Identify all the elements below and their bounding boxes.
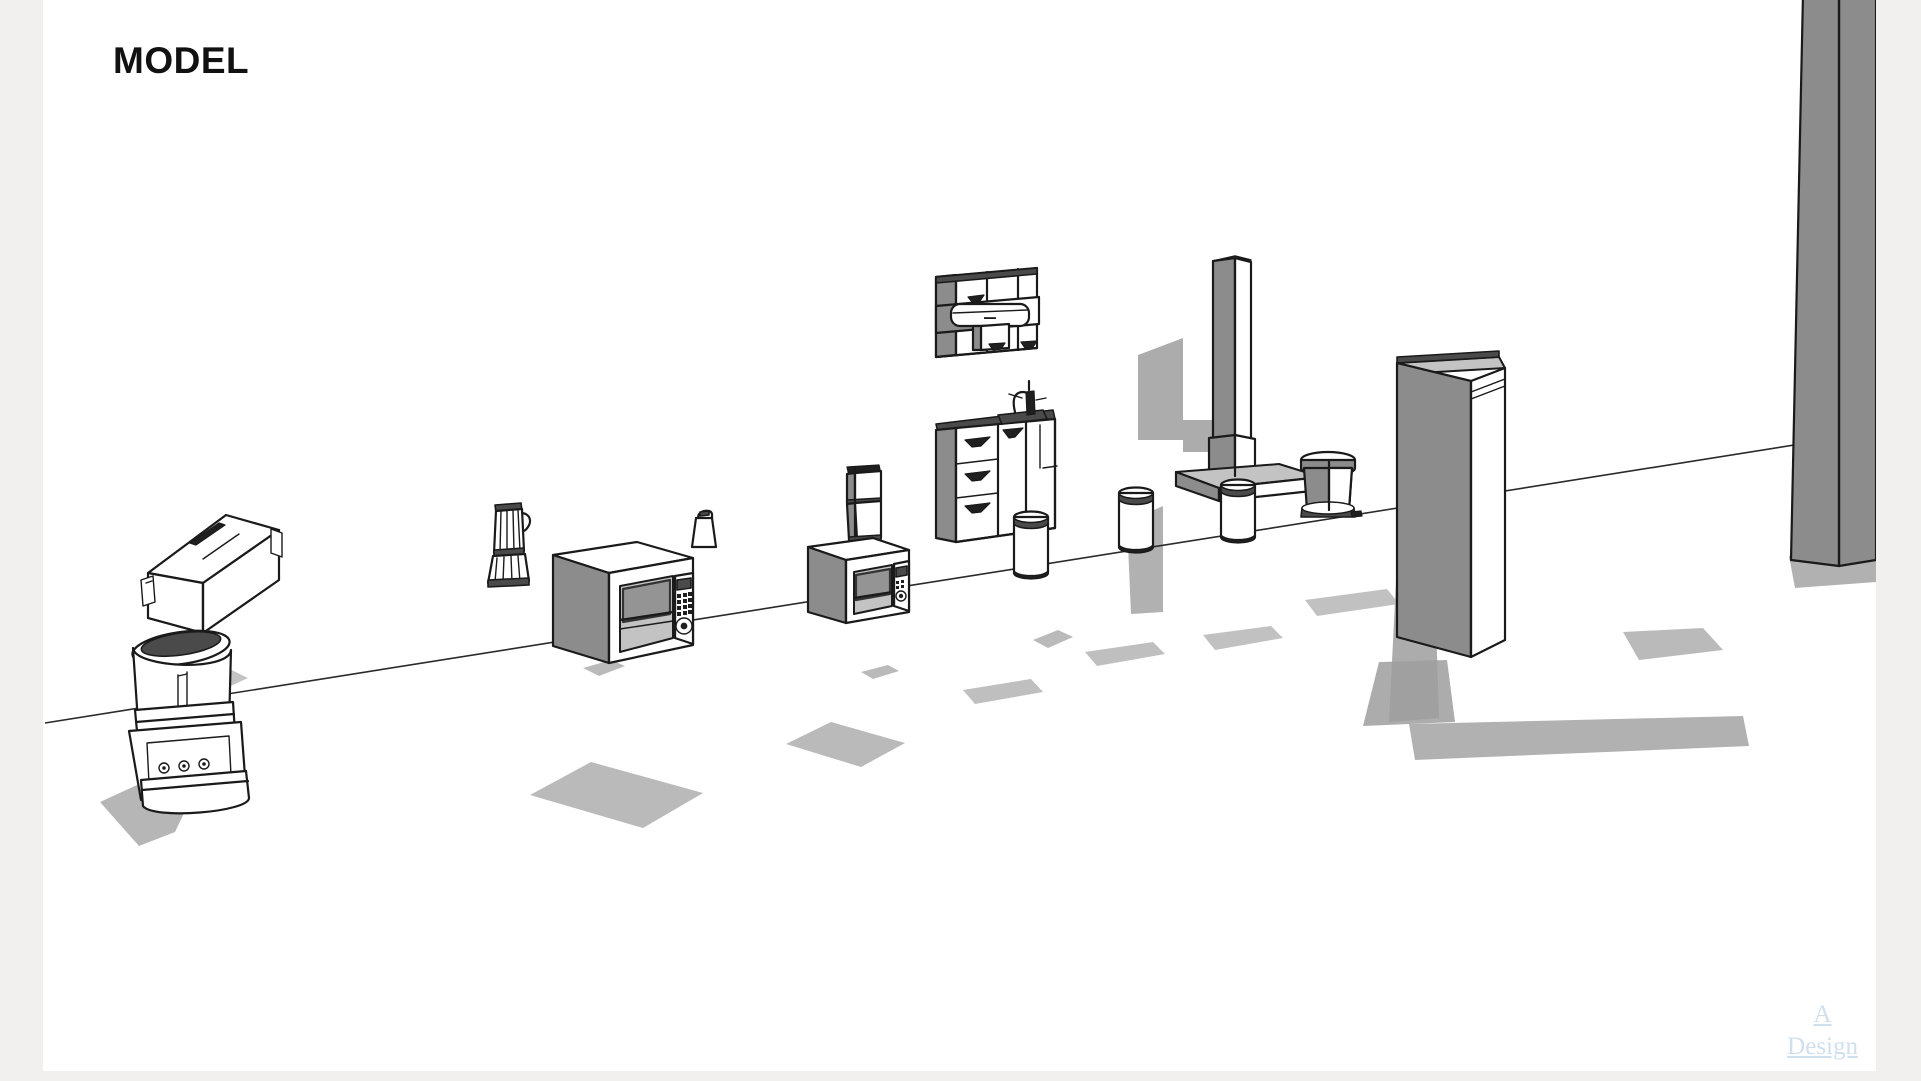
electric-kettle[interactable] bbox=[690, 509, 718, 549]
microwave-oven-small[interactable] bbox=[806, 536, 911, 625]
cylindrical-container-1[interactable] bbox=[1012, 510, 1050, 580]
upper-wall-cabinet[interactable]: ▬▬ bbox=[934, 266, 1041, 359]
wall-panel[interactable] bbox=[1789, 0, 1876, 568]
ground-horizon-line bbox=[44, 431, 1876, 724]
chimney-range-hood[interactable] bbox=[1174, 255, 1323, 503]
svg-text:▬▬: ▬▬ bbox=[984, 315, 996, 321]
watermark-line-2: Design bbox=[1787, 1033, 1858, 1060]
watermark-line-1: A bbox=[1813, 1001, 1832, 1028]
food-processor[interactable] bbox=[127, 625, 251, 815]
cylindrical-container-3[interactable] bbox=[1219, 478, 1257, 544]
coffee-maker[interactable] bbox=[845, 464, 883, 544]
refrigerator[interactable] bbox=[1395, 350, 1507, 659]
juicer-blender[interactable] bbox=[486, 502, 532, 588]
model-canvas[interactable]: .ln { fill:none; stroke:#1a1a1a; stroke-… bbox=[43, 0, 1876, 1071]
microwave-oven-large[interactable] bbox=[551, 540, 695, 665]
toaster[interactable] bbox=[140, 513, 283, 635]
scene-drawing[interactable]: .ln { fill:none; stroke:#1a1a1a; stroke-… bbox=[43, 0, 1876, 1071]
watermark-link[interactable]: A Design bbox=[1787, 999, 1858, 1063]
shadow-group bbox=[100, 338, 1876, 846]
cylindrical-container-2[interactable] bbox=[1117, 486, 1155, 554]
page-title: MODEL bbox=[113, 40, 250, 81]
waste-bin[interactable] bbox=[1299, 450, 1363, 518]
